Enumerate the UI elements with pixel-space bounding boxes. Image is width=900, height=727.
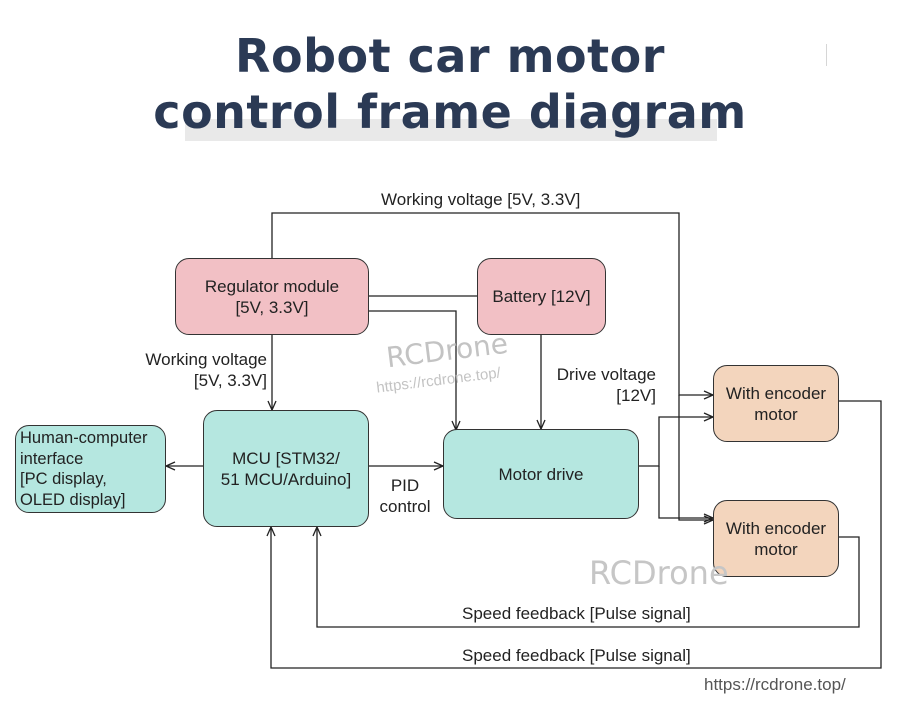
label-speed-feedback-2: Speed feedback [Pulse signal]: [462, 646, 691, 665]
node-human-computer-interface: Human-computer interface [PC display, OL…: [15, 425, 166, 513]
node-encoder-motor-2: With encoder motor: [713, 500, 839, 577]
node-motor-drive: Motor drive: [443, 429, 639, 519]
edge-speed-feedback-2: [266, 400, 882, 669]
node-mcu: MCU [STM32/ 51 MCU/Arduino]: [203, 410, 369, 527]
label-drive-voltage: Drive voltage [12V]: [556, 365, 656, 405]
edge-working-voltage-top: [271, 212, 715, 400]
edge-working-voltage-branch: [678, 395, 715, 525]
label-pid-control: PID control: [379, 476, 431, 516]
page-title: Robot car motor control frame diagram: [0, 28, 900, 140]
footer-url: https://rcdrone.top/: [704, 675, 846, 694]
decorative-divider: [826, 44, 827, 66]
label-working-voltage-top: Working voltage [5V, 3.3V]: [381, 190, 581, 209]
edge-speed-feedback-1: [312, 525, 860, 628]
node-battery: Battery [12V]: [477, 258, 606, 335]
label-speed-feedback-1: Speed feedback [Pulse signal]: [462, 604, 691, 623]
title-line-1: Robot car motor: [235, 29, 665, 83]
node-encoder-motor-1: With encoder motor: [713, 365, 839, 442]
label-working-voltage-left: Working voltage [5V, 3.3V]: [145, 350, 267, 390]
edge-regulator-to-motor-drive: [368, 310, 461, 432]
watermark-brand-large: RCDrone: [589, 554, 729, 592]
title-line-2: control frame diagram: [153, 85, 747, 139]
node-regulator-module: Regulator module [5V, 3.3V]: [175, 258, 369, 335]
edge-motor-drive-to-motors: [639, 412, 715, 467]
edge-motor-drive-to-motor-2: [658, 466, 715, 523]
title-highlight-band: [185, 119, 717, 141]
